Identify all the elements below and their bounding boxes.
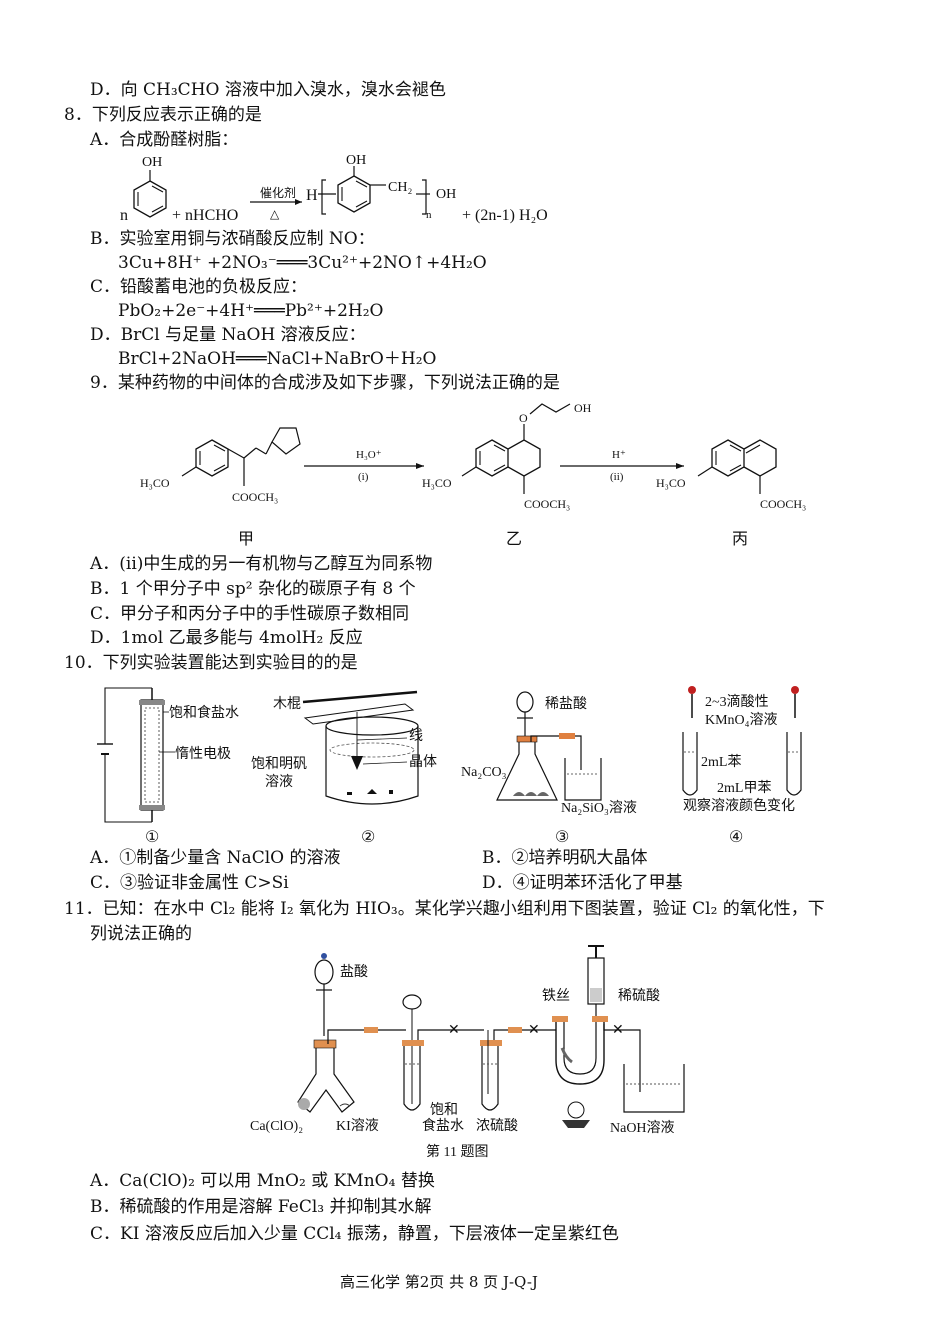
label-kmno4: KMnO₄溶液 xyxy=(705,712,778,728)
label-naoh: NaOH溶液 xyxy=(610,1120,675,1136)
label-bing: 丙 xyxy=(732,531,748,548)
label-crystal: 晶体 xyxy=(409,754,437,770)
valve-1: ✕ xyxy=(448,1023,460,1038)
label-brine: 饱和食盐水 xyxy=(169,704,239,721)
q10-option-b: B．②培养明矾大晶体 xyxy=(482,848,648,868)
label-iron-wire: 铁丝 xyxy=(542,988,570,1004)
q9-option-a: A．(ii)中生成的另一有机物与乙醇互为同系物 xyxy=(90,554,433,574)
phenol-oh-label: OH xyxy=(142,155,162,170)
compound-a-cooch3: COOCH₃ xyxy=(232,490,278,504)
q8-reaction-figure: OH n + nHCHO 催化剂 △ H OH CH₂ n OH + (2n-1… xyxy=(120,153,548,224)
q9-stem: 9．某种药物的中间体的合成涉及如下步骤，下列说法正确的是 xyxy=(90,373,560,393)
apparatus-1: 饱和食盐水 惰性电极 ① xyxy=(97,687,239,846)
compound-c-h3co: H₃CO xyxy=(656,476,686,490)
label-dilute-h2so4: 稀硫酸 xyxy=(618,988,660,1004)
q10-option-c: C．③验证非金属性 C>Si xyxy=(90,873,289,893)
q11-apparatus-figure: 盐酸 ✕ ✕ 铁丝 稀硫酸 ✕ Ca(ClO)₂ KI溶液 饱和 食盐水 浓硫酸… xyxy=(250,945,685,1160)
resin-oh-label: OH xyxy=(346,153,366,168)
water-term: + (2n-1) H₂O xyxy=(462,207,548,224)
compound-b-cooch3: COOCH₃ xyxy=(524,497,570,511)
label-circle-4: ④ xyxy=(729,829,743,846)
label-benzene: 2mL苯 xyxy=(701,753,741,770)
phenol-ring xyxy=(133,180,167,218)
dioxolane-ring xyxy=(271,427,301,455)
q10-option-a: A．①制备少量含 NaClO 的溶液 xyxy=(90,848,341,868)
compound-c-cooch3: COOCH₃ xyxy=(760,497,806,511)
label-yi: 乙 xyxy=(506,531,522,548)
q11-stem: 11．已知：在水中 Cl₂ 能将 I₂ 氧化为 HIO₃。某化学兴趣小组利用下图… xyxy=(64,899,825,919)
valve-3: ✕ xyxy=(612,1023,624,1038)
label-jia: 甲 xyxy=(238,531,254,548)
q9-option-d: D．1mol 乙最多能与 4molH₂ 反应 xyxy=(90,628,363,648)
heat-label: △ xyxy=(270,207,280,221)
label-hydrochloric: 盐酸 xyxy=(340,964,368,980)
label-toluene: 2mL甲苯 xyxy=(717,779,771,796)
q9-option-c: C．甲分子和丙分子中的手性碳原子数相同 xyxy=(90,604,410,624)
q8-option-c: C．铅酸蓄电池的负极反应： xyxy=(90,277,308,297)
q11-option-c: C．KI 溶液反应后加入少量 CCl₄ 振荡，静置，下层液体一定呈紫红色 xyxy=(90,1224,619,1244)
q8-option-c-equation: PbO₂+2e⁻+4H⁺═══Pb²⁺+2H₂O xyxy=(118,301,384,321)
compound-b-oh: OH xyxy=(574,401,592,415)
q9-option-b: B．1 个甲分子中 sp² 杂化的碳原子有 8 个 xyxy=(90,579,416,599)
apparatus-3: 稀盐酸 Na₂CO₃ Na₂SiO₃溶液 ③ xyxy=(461,691,637,846)
apparatus-2: 木棍 线 饱和明矾 溶液 晶体 ② xyxy=(251,690,437,846)
q9-synthesis-figure: H₃CO COOCH₃ H₃O⁺ (i) H₃CO COOCH₃ O OH H⁺… xyxy=(140,401,806,548)
q10-stem: 10．下列实验装置能达到实验目的的是 xyxy=(64,653,358,673)
end-h: H xyxy=(306,187,318,204)
q8-option-d: D．BrCl 与足量 NaOH 溶液反应： xyxy=(90,325,366,345)
label-solution: 溶液 xyxy=(265,774,293,790)
q8-option-d-equation: BrCl+2NaOH═══NaCl+NaBrO＋H₂O xyxy=(118,349,437,369)
figure-11-caption: 第 11 题图 xyxy=(426,1143,488,1160)
q11-stem-cont: 列说法正确的 xyxy=(90,924,192,944)
formaldehyde-term: + nHCHO xyxy=(172,207,238,224)
q11-option-b: B．稀硫酸的作用是溶解 FeCl₃ 并抑制其水解 xyxy=(90,1197,432,1217)
q8-stem: 8．下列反应表示正确的是 xyxy=(64,105,262,125)
label-ca-clo2: Ca(ClO)₂ xyxy=(250,1119,303,1134)
apparatus-4: 2~3滴酸性 KMnO₄溶液 2mL苯 2mL甲苯 观察溶液颜色变化 ④ xyxy=(682,686,802,846)
reagent-h3o: H₃O⁺ xyxy=(356,449,382,461)
label-na2sio3: Na₂SiO₃溶液 xyxy=(561,800,637,816)
reagent-h: H⁺ xyxy=(612,449,626,461)
q11-option-a: A．Ca(ClO)₂ 可以用 MnO₂ 或 KMnO₄ 替换 xyxy=(90,1171,435,1191)
label-observe: 观察溶液颜色变化 xyxy=(683,797,795,814)
valve-2: ✕ xyxy=(528,1023,540,1038)
label-hcl: 稀盐酸 xyxy=(545,696,587,712)
q8-option-b-equation: 3Cu+8H⁺ +2NO₃⁻═══3Cu²⁺+2NO↑+4H₂O xyxy=(118,253,487,273)
label-circle-3: ③ xyxy=(555,829,569,846)
q10-apparatus-figure: 饱和食盐水 惰性电极 ① 木棍 线 饱和明矾 溶液 晶体 ② 稀盐酸 xyxy=(97,686,802,846)
label-saturated: 饱和 xyxy=(430,1102,458,1118)
q8-option-b: B．实验室用铜与浓硝酸反应制 NO： xyxy=(90,229,375,249)
q10-option-d: D．④证明苯环活化了甲基 xyxy=(482,873,683,893)
n-coefficient: n xyxy=(120,207,128,224)
label-inert-electrode: 惰性电极 xyxy=(175,746,231,762)
step-i: (i) xyxy=(358,471,369,483)
label-na2co3: Na₂CO₃ xyxy=(461,765,507,780)
compound-b-h3co: H₃CO xyxy=(422,476,452,490)
label-drops: 2~3滴酸性 xyxy=(705,693,769,710)
subscript-n: n xyxy=(426,209,432,221)
page-footer: 高三化学 第2页 共 8 页 J-Q-J xyxy=(340,1273,538,1291)
label-conc-h2so4: 浓硫酸 xyxy=(476,1118,518,1134)
compound-a-h3co: H₃CO xyxy=(140,476,170,490)
resin-ring xyxy=(337,175,371,213)
ch2-label: CH₂ xyxy=(388,180,412,195)
compound-b-o: O xyxy=(519,411,528,425)
step-ii: (ii) xyxy=(610,471,624,483)
label-thread: 线 xyxy=(409,728,423,744)
label-stick: 木棍 xyxy=(273,696,301,712)
end-oh: OH xyxy=(436,187,456,202)
q8-option-a: A．合成酚醛树脂： xyxy=(90,130,239,150)
label-alum-solution: 饱和明矾 xyxy=(251,756,307,772)
q7-option-d: D．向 CH₃CHO 溶液中加入溴水，溴水会褪色 xyxy=(90,80,446,100)
label-circle-2: ② xyxy=(361,829,375,846)
label-ki: KI溶液 xyxy=(336,1118,379,1134)
catalyst-label: 催化剂 xyxy=(260,185,296,200)
label-brine: 食盐水 xyxy=(422,1117,464,1134)
label-circle-1: ① xyxy=(145,829,159,846)
